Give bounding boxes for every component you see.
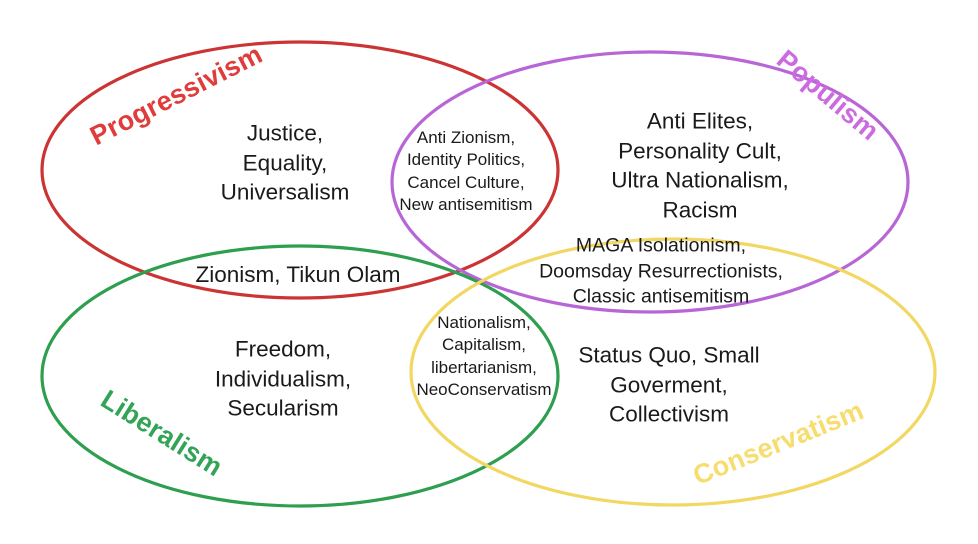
overlap-items-liberalism-conservatism: Nationalism, Capitalism, libertarianism,…: [416, 313, 552, 400]
set-items-progressivism: Justice, Equality, Universalism: [220, 120, 350, 205]
set-items-populism: Anti Elites, Personality Cult, Ultra Nat…: [611, 108, 789, 223]
overlap-items-populism-conservatism: MAGA Isolationism, Doomsday Resurrection…: [539, 234, 783, 308]
overlap-items-progressivism-liberalism: Zionism, Tikun Olam: [195, 262, 401, 288]
overlap-items-progressivism-populism: Anti Zionism, Identity Politics, Cancel …: [399, 128, 533, 215]
ellipse-progressivism[interactable]: [40, 40, 560, 300]
ellipse-conservatism[interactable]: [409, 237, 937, 507]
set-items-liberalism: Freedom, Individualism, Secularism: [214, 336, 352, 421]
ellipse-populism[interactable]: [390, 50, 910, 314]
ellipse-liberalism[interactable]: [40, 244, 560, 508]
set-items-conservatism: Status Quo, Small Goverment, Collectivis…: [578, 342, 760, 427]
